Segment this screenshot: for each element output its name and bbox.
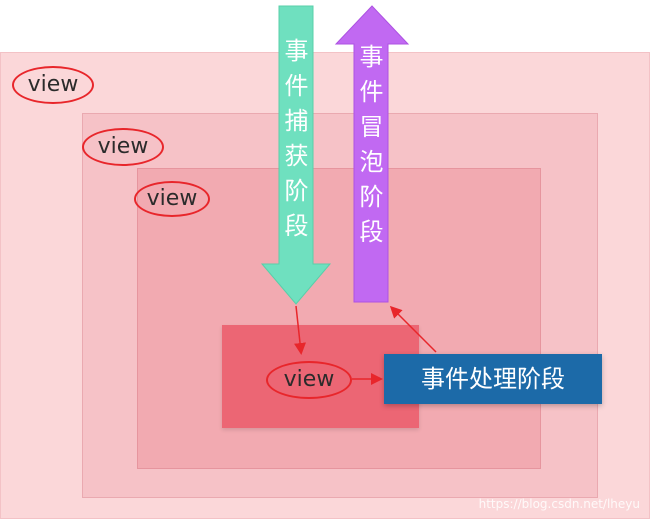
handling-phase-box: 事件处理阶段 (384, 354, 602, 404)
handling-to-bubble-pointer (389, 305, 437, 353)
capture-phase-arrow (260, 5, 332, 305)
bubble-phase-label: 事件冒泡阶段 (355, 44, 383, 254)
capture-to-target-pointer (294, 305, 306, 355)
view-label-3: view (146, 186, 198, 211)
view-label-ring-1 (12, 66, 94, 104)
third-view-layer (137, 168, 541, 469)
view-label-1: view (27, 72, 79, 97)
bubble-phase-arrow (334, 5, 410, 303)
view-label-4: view (283, 367, 335, 392)
view-label-ring-2 (82, 128, 164, 166)
watermark: https://blog.csdn.net/lheyu (478, 497, 640, 511)
view-label-ring-4 (266, 361, 352, 399)
view-label-ring-3 (134, 181, 210, 217)
view-label-2: view (97, 134, 149, 159)
capture-phase-label: 事件捕获阶段 (280, 38, 308, 248)
